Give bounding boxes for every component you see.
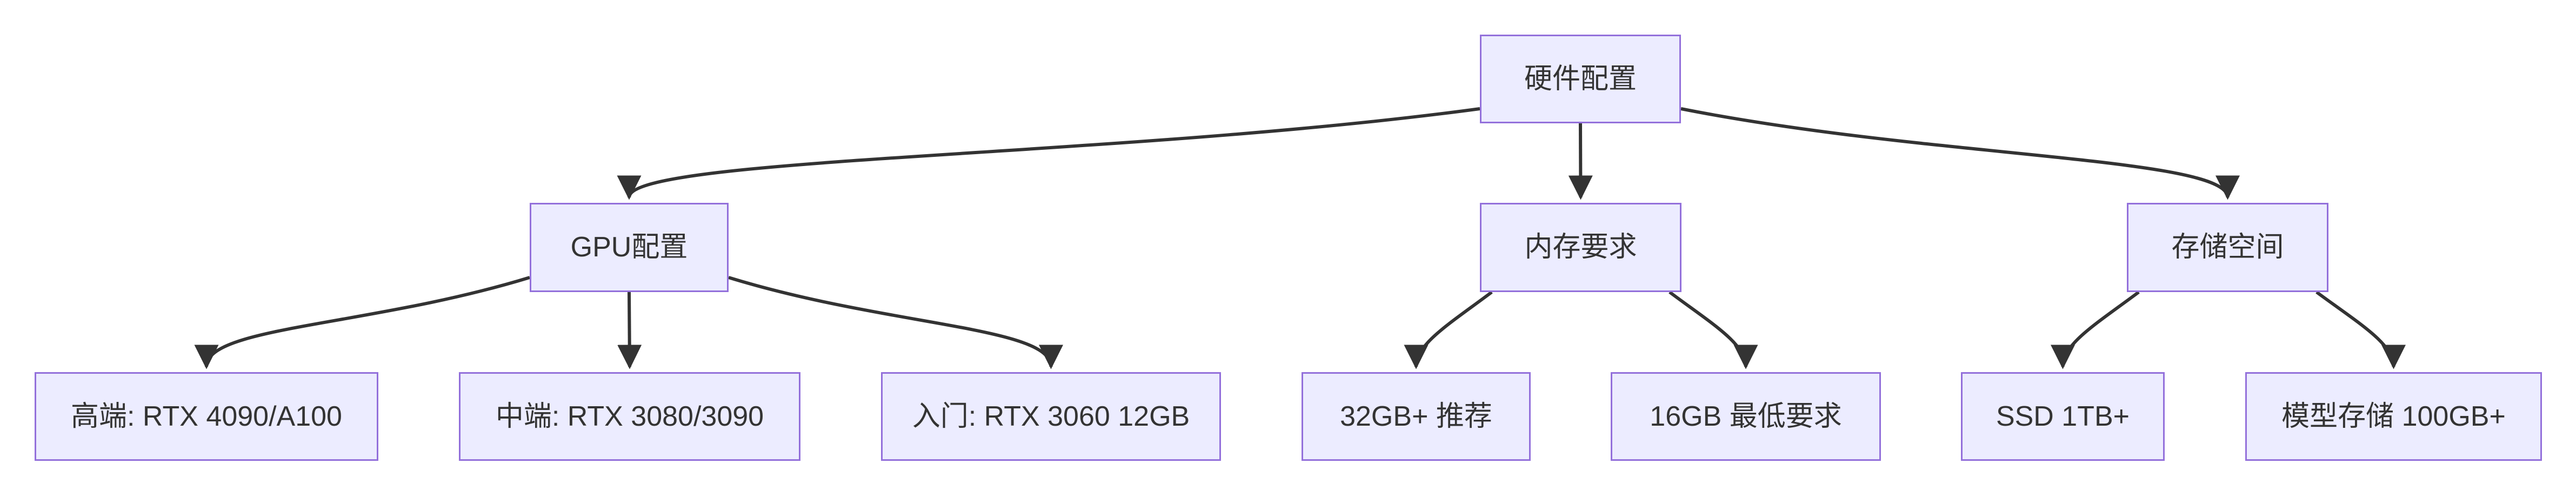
node-storage-ssd: SSD 1TB+ — [1961, 372, 2165, 461]
edge-hardware-config-to-memory-requirements — [1568, 123, 1593, 200]
edge-gpu-config-to-gpu-mid-range — [617, 292, 642, 369]
edge-memory-requirements-to-memory-recommended — [1404, 290, 1493, 369]
edge-hardware-config-to-storage-space — [1680, 107, 2240, 200]
node-storage-space: 存储空间 — [2127, 203, 2328, 292]
node-memory-minimum: 16GB 最低要求 — [1611, 372, 1881, 461]
node-memory-recommended: 32GB+ 推荐 — [1302, 372, 1531, 461]
edge-gpu-config-to-gpu-high-end — [194, 276, 530, 369]
node-gpu-mid-range: 中端: RTX 3080/3090 — [459, 372, 800, 461]
edge-gpu-config-to-gpu-entry-level — [728, 276, 1063, 369]
node-storage-model: 模型存储 100GB+ — [2245, 372, 2542, 461]
node-gpu-high-end: 高端: RTX 4090/A100 — [35, 372, 378, 461]
edge-storage-space-to-storage-model — [2315, 290, 2406, 369]
node-gpu-entry-level: 入门: RTX 3060 12GB — [881, 372, 1221, 461]
node-memory-requirements: 内存要求 — [1480, 203, 1681, 292]
edge-storage-space-to-storage-ssd — [2051, 290, 2140, 369]
node-hardware-config: 硬件配置 — [1480, 35, 1681, 123]
edge-hardware-config-to-gpu-config — [617, 107, 1480, 200]
node-gpu-config: GPU配置 — [530, 203, 729, 292]
edge-memory-requirements-to-memory-minimum — [1669, 290, 1758, 369]
